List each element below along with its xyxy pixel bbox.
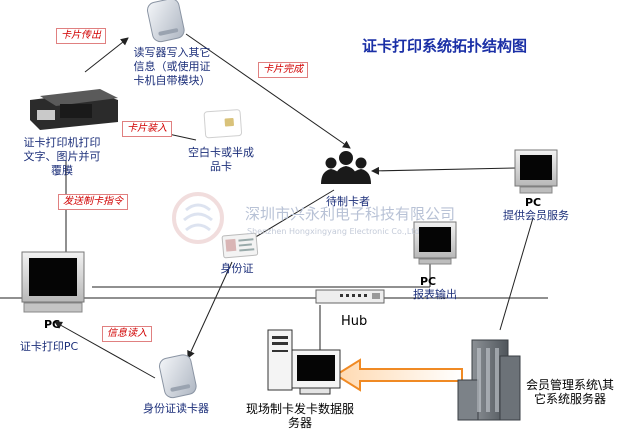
tag-send-cmd: 发送制卡指令	[58, 194, 128, 210]
id-card-icon	[221, 232, 259, 259]
member-server-label: 会员管理系统\其它系统服务器	[525, 378, 615, 406]
sync-arrow	[334, 358, 463, 392]
pc-left-label: 证卡打印PC	[19, 340, 79, 353]
line-idcard-to-reader	[187, 261, 233, 359]
building-icon	[457, 339, 521, 421]
pc-right-icon	[514, 149, 558, 194]
tag-card-in: 卡片装入	[122, 121, 172, 137]
tag-card-done: 卡片完成	[258, 62, 308, 78]
pc-left-prefix: PC	[44, 318, 61, 331]
hub-label: Hub	[341, 314, 368, 329]
reader-writer-label: 读写器写入其它信息（或使用证卡机自带模块）	[133, 46, 211, 87]
pc-left-icon	[21, 251, 85, 313]
waiting-card-label: 待制卡者	[326, 195, 370, 208]
line-reader-to-pc	[54, 321, 156, 379]
onsite-server-label: 现场制卡发卡数据服务器	[246, 402, 355, 430]
id-reader-icon	[158, 354, 197, 399]
line-waiting-to-idcard	[243, 189, 335, 245]
pc-right-label: 提供会员服务	[503, 209, 569, 222]
line-printer-to-reader	[84, 37, 129, 73]
pc-report-icon	[413, 221, 457, 265]
pc-right-prefix: PC	[525, 196, 542, 209]
tag-card-out: 卡片传出	[56, 28, 106, 44]
watermark-logo	[172, 192, 224, 244]
pc-report-prefix: PC	[420, 275, 437, 288]
watermark-cn: 深圳市兴永利电子科技有限公司	[245, 205, 456, 223]
hub-icon	[315, 289, 385, 304]
card-printer-icon	[30, 89, 118, 130]
id-card-label: 身份证	[220, 262, 254, 275]
tag-info-read: 信息读入	[102, 326, 152, 342]
line-pc-right-to-waiting	[371, 166, 517, 175]
pc-report-label: 报表输出	[413, 288, 457, 301]
blank-card-icon	[203, 109, 243, 139]
card-printer-label: 证卡打印机打印文字、图片并可覆膜	[23, 136, 101, 177]
blank-card-label: 空白卡或半成品卡	[188, 146, 254, 173]
people-icon	[321, 151, 371, 184]
connection-lines	[0, 33, 548, 379]
id-reader-label: 身份证读卡器	[143, 402, 209, 415]
watermark-en: Shenzhen Hongxingyang Electronic Co.,Ltd	[247, 227, 420, 236]
reader-writer-icon	[146, 0, 185, 43]
server-icon	[267, 329, 341, 395]
line-reader-to-waiting	[185, 33, 351, 149]
diagram-title: 证卡打印系统拓扑结构图	[362, 37, 528, 55]
line-member-pc	[499, 217, 534, 331]
